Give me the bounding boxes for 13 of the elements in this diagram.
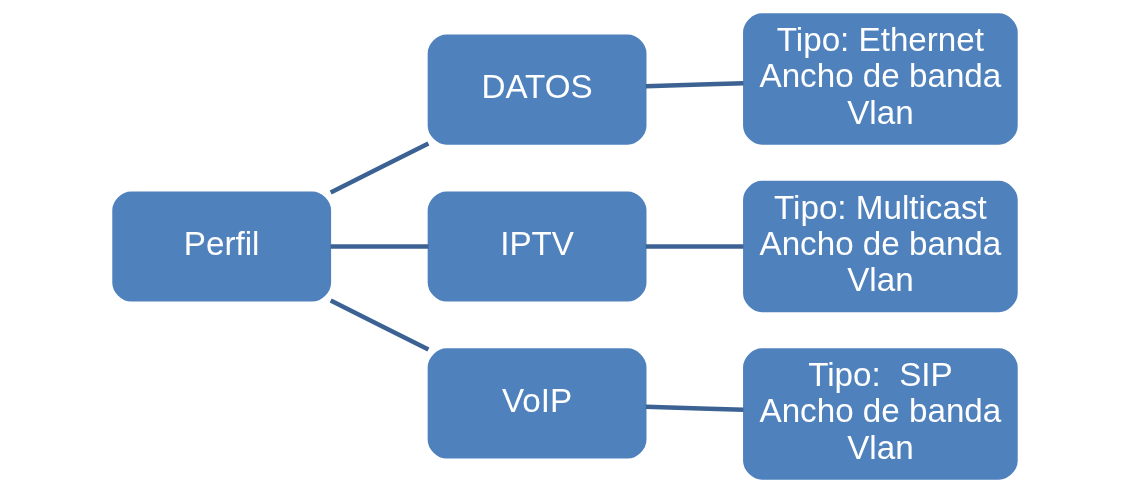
- node-box: IPTV: [427, 191, 646, 302]
- node-box: Perfil: [111, 191, 331, 302]
- connector: [329, 141, 429, 195]
- node-box: Tipo: Ethernet Ancho de banda Vlan: [742, 13, 1018, 145]
- connector: [329, 298, 429, 352]
- connector: [330, 244, 428, 249]
- connector: [645, 404, 744, 413]
- connector: [645, 244, 743, 249]
- node-box: DATOS: [427, 34, 646, 145]
- node-box: Tipo: Multicast Ancho de banda Vlan: [742, 180, 1018, 313]
- node-box: VoIP: [427, 348, 646, 459]
- connector: [645, 80, 744, 89]
- node-box: Tipo: SIP Ancho de banda Vlan: [742, 348, 1018, 480]
